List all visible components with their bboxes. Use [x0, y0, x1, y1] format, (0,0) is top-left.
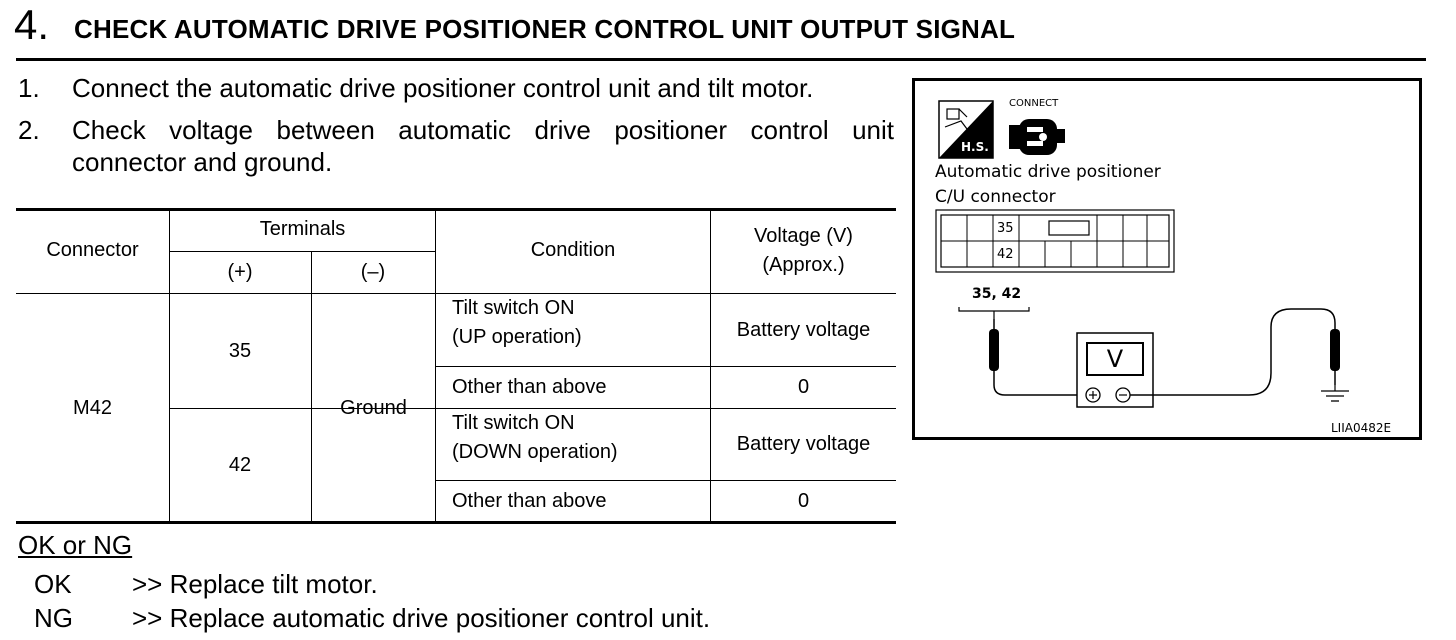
table-line	[435, 208, 436, 524]
header-connector: Connector	[46, 239, 139, 261]
condition-other-1-cell: Other than above	[452, 376, 607, 398]
connect-label: CONNECT	[1009, 98, 1059, 109]
probe-label: 35, 42	[972, 286, 1022, 302]
table-line	[710, 208, 711, 524]
ok-action: >> Replace tilt motor.	[132, 569, 378, 599]
table-line	[436, 480, 896, 481]
ng-label: NG	[34, 603, 73, 633]
cu-connector-face	[935, 209, 1175, 273]
table-line	[169, 408, 896, 409]
negative-probe	[1130, 308, 1340, 396]
condition-up-line1: Tilt switch ON	[452, 297, 575, 319]
instruction-2-number: 2.	[18, 115, 40, 145]
positive-probe	[989, 319, 1077, 396]
terminal-35-cell: 35	[228, 339, 252, 362]
table-top-border	[16, 208, 896, 211]
instruction-1-number: 1.	[18, 73, 40, 103]
hs-label: H.S.	[961, 140, 989, 154]
ok-ng-heading: OK or NG	[18, 530, 133, 560]
instruction-2-text: Check voltage between automatic drive po…	[72, 115, 894, 145]
header-condition: Condition	[530, 239, 616, 261]
condition-up-cell: Tilt switch ON (UP operation)	[436, 294, 710, 366]
terminal-42-cell: 42	[228, 453, 252, 476]
ng-action: >> Replace automatic drive positioner co…	[132, 603, 711, 633]
title-divider	[16, 58, 1426, 61]
connector-cell: M42	[73, 396, 112, 419]
condition-other-2-cell: Other than above	[452, 489, 607, 512]
voltage-down-cell: Battery voltage	[736, 433, 871, 455]
condition-down-cell: Tilt switch ON (DOWN operation)	[436, 409, 710, 480]
connector-caption-line1: Automatic drive positioner	[935, 162, 1161, 182]
condition-up-line2: (UP operation)	[452, 326, 582, 348]
header-voltage-line2: (Approx.)	[762, 253, 845, 276]
diagram-drawing	[935, 100, 1349, 408]
voltage-other-1-cell: 0	[797, 376, 810, 398]
connector-caption-line2: C/U connector	[935, 187, 1056, 207]
voltage-spec-table: Connector Terminals (+) (–) Condition Vo…	[16, 208, 896, 524]
table-line	[169, 208, 170, 524]
voltage-other-2-cell: 0	[797, 489, 810, 512]
header-plus: (+)	[227, 260, 253, 283]
ok-label: OK	[34, 569, 72, 599]
instruction-2-continuation: connector and ground.	[72, 147, 333, 177]
header-voltage: Voltage (V) (Approx.)	[711, 208, 896, 293]
step-title: CHECK AUTOMATIC DRIVE POSITIONER CONTROL…	[74, 14, 1016, 44]
figure-id: LIIA0482E	[1331, 421, 1392, 435]
ground-cell: Ground	[340, 396, 407, 419]
connector-diagram: CONNECT H.S. Automatic drive positioner …	[912, 78, 1422, 440]
condition-down-line2: (DOWN operation)	[452, 441, 618, 463]
step-number: 4.	[14, 1, 50, 48]
voltage-up-cell: Battery voltage	[736, 318, 871, 341]
table-line	[436, 366, 896, 367]
pin-42-label: 42	[997, 247, 1014, 262]
pin-35-label: 35	[997, 221, 1014, 236]
table-bottom-border	[16, 521, 896, 524]
header-minus: (–)	[360, 260, 386, 283]
header-voltage-line1: Voltage (V)	[754, 224, 853, 247]
meter-label: V	[1106, 345, 1124, 373]
table-line	[169, 251, 436, 252]
header-terminals: Terminals	[259, 218, 346, 240]
ground-icon	[1321, 385, 1349, 402]
table-header-bottom	[16, 293, 896, 294]
probe-label-bracket	[958, 307, 1030, 312]
table-line	[311, 251, 312, 524]
instruction-1-text: Connect the automatic drive positioner c…	[72, 73, 814, 103]
harness-side-icon	[938, 100, 994, 159]
connect-plug-icon	[1009, 119, 1065, 155]
condition-down-line1: Tilt switch ON	[452, 412, 575, 434]
